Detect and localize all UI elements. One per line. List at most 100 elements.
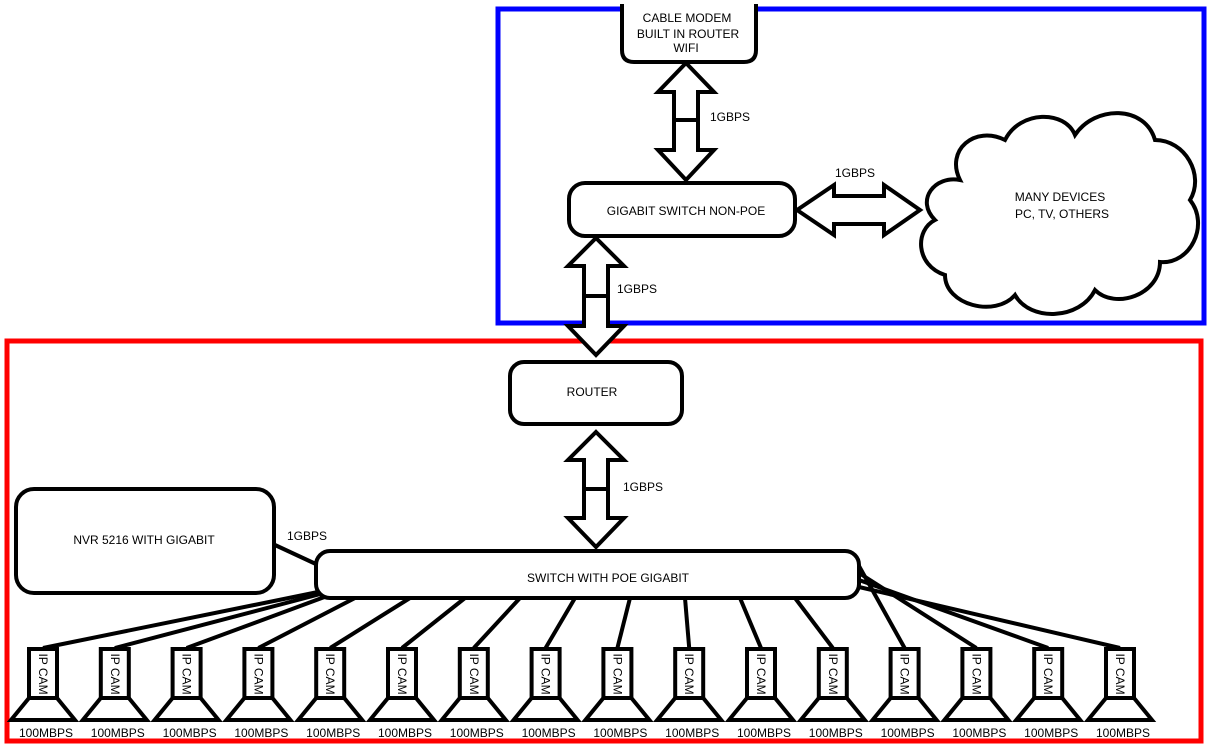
ip-camera: IP CAM 100MBPS — [1011, 647, 1085, 740]
camera-wire — [858, 585, 1121, 650]
camera-speed-label: 100MBPS — [1096, 726, 1150, 740]
camera-base — [365, 696, 439, 722]
ip-camera: IP CAM 100MBPS — [437, 647, 511, 740]
camera-base — [437, 696, 511, 722]
camera-label: IP CAM — [467, 653, 481, 694]
switch-router-link-label: 1GBPS — [617, 282, 657, 296]
camera-label: IP CAM — [108, 653, 122, 694]
ip-camera: IP CAM 100MBPS — [1083, 647, 1157, 740]
cloud-label-line1: MANY DEVICES — [1015, 190, 1105, 204]
gigabit-switch-label: GIGABIT SWITCH NON-POE — [607, 204, 765, 218]
switch-cloud-arrow — [793, 181, 924, 239]
camera-label: IP CAM — [969, 653, 983, 694]
camera-label: IP CAM — [395, 653, 409, 694]
switch-cloud-link-label: 1GBPS — [835, 166, 875, 180]
camera-label: IP CAM — [251, 653, 265, 694]
camera-base — [78, 696, 152, 722]
camera-wire — [185, 590, 339, 650]
camera-label: IP CAM — [754, 653, 768, 694]
camera-speed-label: 100MBPS — [809, 726, 863, 740]
ip-camera: IP CAM 100MBPS — [6, 647, 80, 740]
camera-wire — [114, 590, 329, 650]
ip-camera: IP CAM 100MBPS — [868, 647, 941, 740]
camera-speed-label: 100MBPS — [522, 726, 576, 740]
camera-base — [652, 696, 726, 722]
camera-wire — [738, 597, 763, 649]
ip-camera: IP CAM 100MBPS — [509, 647, 582, 740]
camera-speed-label: 100MBPS — [234, 726, 288, 740]
ip-camera: IP CAM 100MBPS — [652, 647, 726, 740]
camera-label: IP CAM — [682, 653, 696, 694]
camera-base — [1011, 696, 1085, 722]
camera-label: IP CAM — [1041, 653, 1055, 694]
camera-speed-label: 100MBPS — [378, 726, 432, 740]
modem-label-line2: BUILT IN ROUTER — [637, 27, 740, 41]
camera-speed-label: 100MBPS — [450, 726, 504, 740]
ip-camera: IP CAM 100MBPS — [222, 647, 295, 740]
nvr-poe-link-label: 1GBPS — [287, 529, 327, 543]
camera-speed-label: 100MBPS — [737, 726, 791, 740]
ip-camera: IP CAM 100MBPS — [581, 647, 654, 740]
ip-camera: IP CAM 100MBPS — [724, 647, 798, 740]
camera-speed-label: 100MBPS — [665, 726, 719, 740]
camera-base — [150, 696, 223, 722]
camera-base — [581, 696, 654, 722]
camera-speed-label: 100MBPS — [1024, 726, 1078, 740]
devices-cloud: MANY DEVICES PC, TV, OTHERS — [919, 111, 1201, 316]
nvr-node: NVR 5216 WITH GIGABIT — [14, 487, 276, 595]
camera-wire — [793, 596, 835, 650]
router-node: ROUTER — [508, 360, 684, 426]
camera-base — [1083, 696, 1157, 722]
camera-label: IP CAM — [180, 653, 194, 694]
camera-wire — [329, 596, 412, 650]
cable-modem-node: CABLE MODEM BUILT IN ROUTER WIFI — [620, 4, 758, 64]
camera-label: IP CAM — [1113, 653, 1127, 694]
nvr-label: NVR 5216 WITH GIGABIT — [73, 533, 215, 547]
camera-wire — [858, 578, 1049, 650]
camera-base — [222, 696, 295, 722]
camera-wire — [615, 597, 632, 649]
camera-label: IP CAM — [36, 653, 50, 694]
camera-base — [940, 696, 1013, 722]
poe-switch-label: SWITCH WITH POE GIGABIT — [527, 571, 690, 585]
ip-camera: IP CAM 100MBPS — [796, 647, 870, 740]
camera-body — [529, 647, 562, 700]
modem-label-line3: WIFI — [673, 41, 698, 55]
camera-label: IP CAM — [610, 653, 624, 694]
camera-wire — [683, 597, 692, 649]
camera-wire — [42, 590, 319, 650]
camera-label: IP CAM — [898, 653, 912, 694]
router-label: ROUTER — [567, 385, 618, 399]
camera-wire — [400, 596, 467, 650]
camera-speed-label: 100MBPS — [306, 726, 360, 740]
camera-base — [6, 696, 80, 722]
modem-switch-link-label: 1GBPS — [710, 110, 750, 124]
camera-wire — [472, 596, 522, 650]
router-poe-link-label: 1GBPS — [623, 480, 663, 494]
cloud-label-line2: PC, TV, OTHERS — [1015, 207, 1109, 221]
poe-switch-node: SWITCH WITH POE GIGABIT — [314, 549, 861, 600]
camera-base — [796, 696, 870, 722]
camera-speed-label: 100MBPS — [19, 726, 73, 740]
camera-speed-label: 100MBPS — [593, 726, 647, 740]
camera-body — [1032, 647, 1065, 700]
nvr-poe-wire — [274, 543, 319, 567]
camera-base — [724, 696, 798, 722]
camera-label: IP CAM — [539, 653, 553, 694]
ip-camera: IP CAM 100MBPS — [365, 647, 439, 740]
camera-base — [293, 696, 367, 722]
modem-label-line1: CABLE MODEM — [643, 11, 732, 25]
camera-speed-label: 100MBPS — [91, 726, 145, 740]
camera-body — [960, 647, 993, 700]
camera-base — [868, 696, 941, 722]
camera-speed-label: 100MBPS — [881, 726, 935, 740]
camera-wires — [42, 565, 1121, 650]
internet-zone-border — [495, 6, 1207, 326]
camera-base — [509, 696, 582, 722]
camera-label: IP CAM — [323, 653, 337, 694]
camera-wire — [543, 596, 577, 650]
camera-row: IP CAM 100MBPS IP CAM 100MBPS IP CAM 100MBPS I… — [6, 647, 1157, 740]
camera-label: IP CAM — [826, 653, 840, 694]
